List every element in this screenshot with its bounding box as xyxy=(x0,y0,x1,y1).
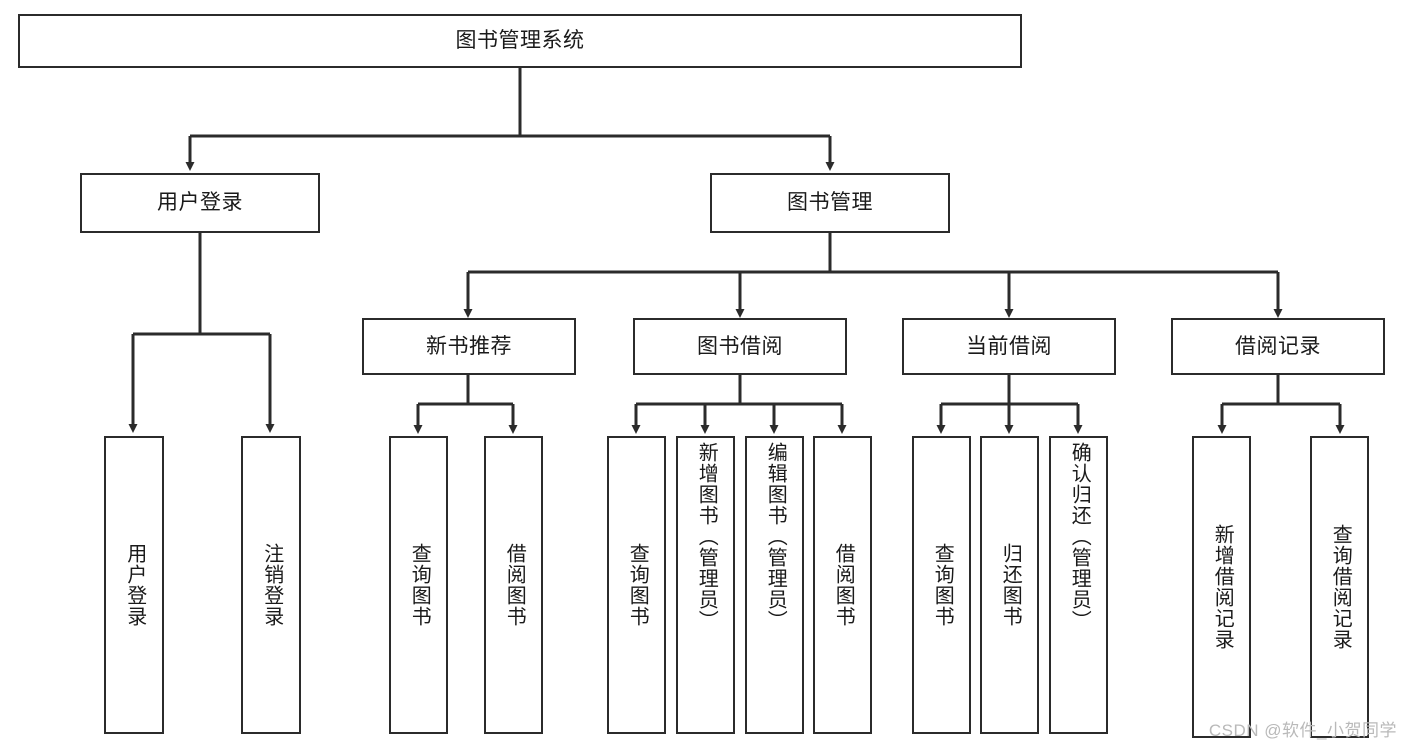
node-label: 归还图书 xyxy=(999,543,1022,627)
node-root-book-management-system[interactable]: 图书管理系统 xyxy=(18,14,1022,68)
node-label: 新增图书（管理员） xyxy=(695,442,718,631)
node-label: 图书借阅 xyxy=(697,334,783,358)
leaf-confirm-return[interactable]: 确认归还（管理员） xyxy=(1049,436,1108,734)
node-label: 新书推荐 xyxy=(426,334,512,358)
leaf-add-book[interactable]: 新增图书（管理员） xyxy=(676,436,735,734)
leaf-query-book-borrow[interactable]: 查询图书 xyxy=(607,436,666,734)
node-label: 查询图书 xyxy=(931,543,954,627)
node-label: 图书管理 xyxy=(787,191,873,215)
node-label: 借阅图书 xyxy=(503,543,526,627)
node-label: 借阅记录 xyxy=(1235,334,1321,358)
node-label: 查询图书 xyxy=(626,543,649,627)
node-book-borrow[interactable]: 图书借阅 xyxy=(633,318,847,375)
node-label: 注销登录 xyxy=(260,543,283,627)
node-user-login[interactable]: 用户登录 xyxy=(80,173,320,233)
node-borrow-record[interactable]: 借阅记录 xyxy=(1171,318,1385,375)
leaf-query-book-recommend[interactable]: 查询图书 xyxy=(389,436,448,734)
leaf-add-borrow-record[interactable]: 新增借阅记录 xyxy=(1192,436,1251,738)
leaf-edit-book[interactable]: 编辑图书（管理员） xyxy=(745,436,804,734)
node-label: 查询图书 xyxy=(408,543,431,627)
node-label: 用户登录 xyxy=(157,191,243,215)
leaf-user-login[interactable]: 用户登录 xyxy=(104,436,164,734)
node-label: 编辑图书（管理员） xyxy=(764,442,787,631)
node-label: 确认归还（管理员） xyxy=(1068,442,1091,631)
leaf-logout-login[interactable]: 注销登录 xyxy=(241,436,301,734)
node-label: 查询借阅记录 xyxy=(1329,524,1352,650)
csdn-watermark: CSDN @软件_小贺同学 xyxy=(1208,721,1397,740)
leaf-query-borrow-record[interactable]: 查询借阅记录 xyxy=(1310,436,1369,738)
node-label: 新增借阅记录 xyxy=(1211,524,1234,650)
node-label: 当前借阅 xyxy=(966,334,1052,358)
node-label: 图书管理系统 xyxy=(455,29,585,53)
leaf-borrow-book-recommend[interactable]: 借阅图书 xyxy=(484,436,543,734)
leaf-borrow-book-borrow[interactable]: 借阅图书 xyxy=(813,436,872,734)
leaf-return-book[interactable]: 归还图书 xyxy=(980,436,1039,734)
node-current-borrow[interactable]: 当前借阅 xyxy=(902,318,1116,375)
node-new-book-recommend[interactable]: 新书推荐 xyxy=(362,318,576,375)
leaf-query-book-current[interactable]: 查询图书 xyxy=(912,436,971,734)
node-book-management[interactable]: 图书管理 xyxy=(710,173,950,233)
node-label: 借阅图书 xyxy=(832,543,855,627)
node-label: 用户登录 xyxy=(123,543,146,627)
